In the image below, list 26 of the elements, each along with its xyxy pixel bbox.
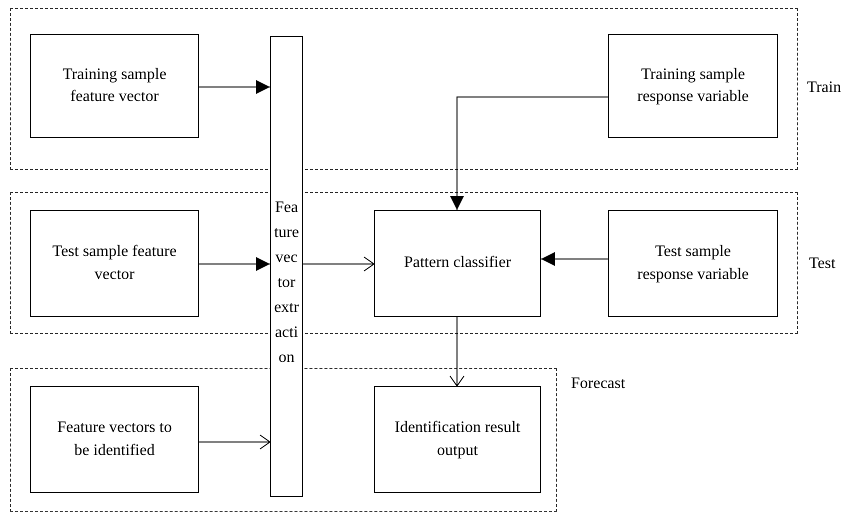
process-box [30,210,199,317]
arrow [450,96,608,210]
process-box [374,210,541,317]
arrow [198,257,270,271]
bar-label: Feature vector extraction [274,198,299,368]
band-label: Train [807,79,842,97]
arrow [540,252,608,266]
band-label: Forecast [571,375,626,393]
process-bar [270,36,303,497]
box-label: Training sample response variable [636,64,750,107]
process-box [608,210,778,317]
process-box [30,34,199,138]
process-box [608,34,778,138]
box-label: Training sample feature vector [62,64,168,107]
arrow [450,316,464,386]
arrow [198,434,270,450]
process-box [374,386,541,493]
box-label: Test sample response variable [636,242,750,284]
box-label: Test sample feature vector [51,242,178,284]
box-label: Pattern classifier [404,253,512,274]
band-label: Test [809,255,836,273]
box-label: Identification result output [394,418,522,460]
box-label: Feature vectors to be identified [56,418,173,460]
arrow [302,256,374,272]
process-box [30,386,199,493]
arrow [198,80,270,94]
